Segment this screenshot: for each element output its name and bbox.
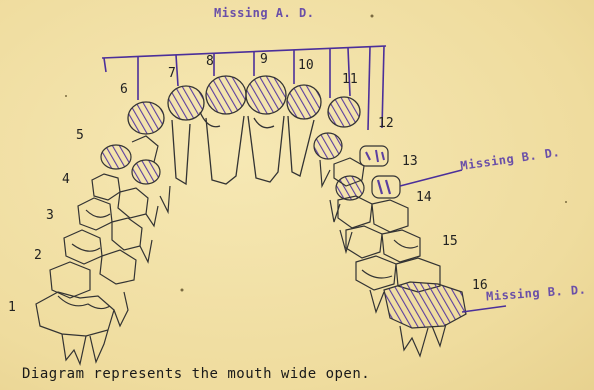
tooth-5b — [132, 160, 160, 184]
tooth-8 — [206, 76, 246, 114]
tooth-7 — [168, 86, 204, 120]
tooth-number-2: 2 — [34, 248, 42, 263]
tooth-number-12: 12 — [378, 116, 394, 131]
tooth-number-1: 1 — [8, 300, 16, 315]
tooth-number-7: 7 — [168, 66, 176, 81]
tooth-number-4: 4 — [62, 172, 70, 187]
tooth-9 — [246, 76, 286, 114]
tooth-10 — [287, 85, 321, 119]
tooth-number-11: 11 — [342, 72, 358, 87]
tooth-number-6: 6 — [120, 82, 128, 97]
tooth-number-8: 8 — [206, 54, 214, 69]
anterior-teeth — [128, 76, 360, 184]
left-teeth — [36, 136, 170, 364]
tooth-number-3: 3 — [46, 208, 54, 223]
stamp-missing-ad: Missing A. D. — [214, 6, 314, 20]
tooth-11 — [328, 97, 360, 127]
tooth-number-10: 10 — [298, 58, 314, 73]
tooth-number-13: 13 — [402, 154, 418, 169]
tooth-5 — [101, 145, 131, 169]
tooth-13b — [336, 176, 364, 200]
tooth-14 — [372, 176, 400, 198]
tooth-number-5: 5 — [76, 128, 84, 143]
diagram-caption: Diagram represents the mouth wide open. — [22, 366, 370, 382]
tooth-12a — [314, 133, 342, 159]
tooth-number-9: 9 — [260, 52, 268, 67]
tooth-number-16: 16 — [472, 278, 488, 293]
tooth-number-15: 15 — [442, 234, 458, 249]
tooth-6 — [128, 102, 164, 134]
tooth-16 — [384, 282, 466, 328]
tooth-number-14: 14 — [416, 190, 432, 205]
